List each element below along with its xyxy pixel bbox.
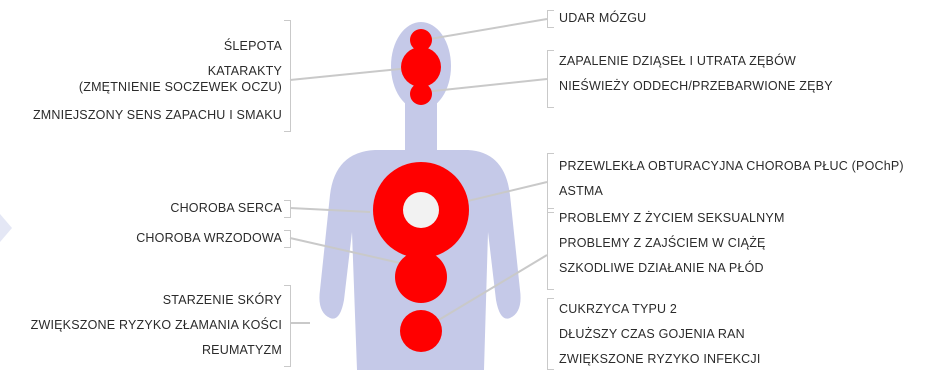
label-ulcer: CHOROBA WRZODOWA — [136, 230, 282, 246]
label-fracture-risk: ZWIĘKSZONE RYZYKO ZŁAMANIA KOŚCI — [31, 317, 282, 333]
bracket-right-reproductive — [547, 208, 554, 290]
label-sexual-problems: PROBLEMY Z ŻYCIEM SEKSUALNYM — [559, 210, 785, 226]
label-fertility: PROBLEMY Z ZAJŚCIEM W CIĄŻĘ — [559, 235, 766, 251]
bracket-right-metabolic — [547, 298, 554, 370]
stomach-marker — [395, 251, 447, 303]
mouth-marker — [410, 83, 432, 105]
bracket-left-skin — [284, 285, 291, 367]
label-asthma: ASTMA — [559, 183, 603, 199]
bracket-right-lungs — [547, 153, 554, 213]
bracket-left-stomach — [284, 230, 291, 248]
bracket-left-heart — [284, 200, 291, 218]
bracket-left-eyes — [284, 20, 291, 132]
label-wound-healing: DŁUŻSZY CZAS GOJENIA RAN — [559, 326, 745, 342]
eyes-marker — [401, 47, 441, 87]
label-stroke: UDAR MÓZGU — [559, 10, 646, 26]
label-cataracts: KATARAKTY — [208, 63, 282, 79]
label-blindness: ŚLEPOTA — [224, 38, 282, 54]
label-copd: PRZEWLEKŁA OBTURACYJNA CHOROBA PŁUC (POC… — [559, 158, 904, 174]
label-infection-risk: ZWIĘKSZONE RYZYKO INFEKCJI — [559, 351, 761, 367]
heart-marker — [403, 192, 439, 228]
label-heart-disease: CHOROBA SERCA — [170, 200, 282, 216]
bracket-right-mouth — [547, 50, 554, 108]
label-rheumatism: REUMATYZM — [202, 342, 282, 358]
label-bad-breath: NIEŚWIEŻY ODDECH/PRZEBARWIONE ZĘBY — [559, 78, 833, 94]
label-fetal-harm: SZKODLIWE DZIAŁANIE NA PŁÓD — [559, 260, 764, 276]
label-skin-aging: STARZENIE SKÓRY — [163, 292, 282, 308]
label-smell-taste: ZMNIEJSZONY SENS ZAPACHU I SMAKU — [33, 107, 282, 123]
label-cataracts-note: (ZMĘTNIENIE SOCZEWEK OCZU) — [79, 79, 282, 95]
arrow-hint — [0, 214, 12, 242]
bracket-right-brain — [547, 10, 554, 28]
label-diabetes: CUKRZYCA TYPU 2 — [559, 301, 677, 317]
label-gum-disease: ZAPALENIE DZIĄSEŁ I UTRATA ZĘBÓW — [559, 53, 796, 69]
metabolic-marker — [400, 310, 442, 352]
